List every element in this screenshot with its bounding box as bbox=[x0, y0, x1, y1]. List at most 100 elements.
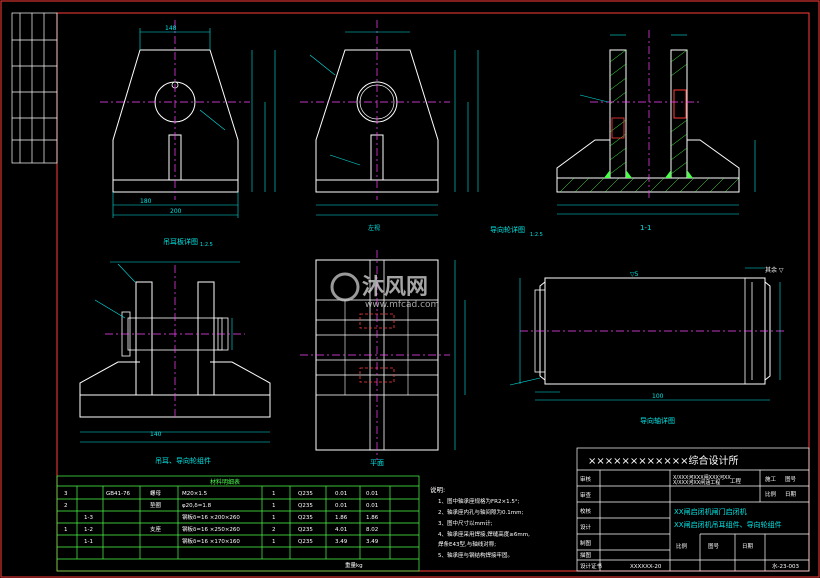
view-b-scale: 1:2.5 bbox=[530, 232, 543, 238]
shaft-length: 100 bbox=[652, 393, 664, 400]
bom-row: 1-1 钢板δ=16 ×170×160 1 Q235 3.49 3.49 bbox=[84, 537, 379, 545]
drawing-title-1: XX闸启闭机闸门启闭机 bbox=[674, 507, 747, 516]
title-stage-a: 施工 bbox=[765, 475, 777, 483]
note-line: 4、轴承座采用焊接,焊缝高度≥6mm, bbox=[438, 530, 530, 538]
title-project-2: X/XXX河XX闸涵工程 bbox=[673, 479, 720, 486]
bom-cell: 1-2 bbox=[84, 527, 93, 533]
title-footer-right: 水-23-003 bbox=[772, 562, 799, 570]
view-b-title: 导向轮详图 bbox=[490, 225, 525, 234]
bom-row: 2 垫圈 φ20,δ=1.8 1 Q235 0.01 0.01 bbox=[64, 501, 378, 509]
bom-table bbox=[56, 475, 420, 572]
assembly-dim-width: 140 bbox=[150, 431, 162, 438]
bom-cell: 1 bbox=[272, 539, 276, 545]
shaft-tail-note: 其余 ▽ bbox=[765, 266, 784, 274]
bom-row: 1-3 钢板δ=16 ×200×260 1 Q235 1.86 1.86 bbox=[84, 513, 379, 521]
bottom-right-title: 导向轴详图 bbox=[640, 416, 675, 425]
title-footer-left: 设计证书 bbox=[580, 562, 603, 570]
bom-cell: 1 bbox=[272, 503, 276, 509]
title-row-label: 制图 bbox=[580, 539, 592, 547]
bom-cell: M20×1.5 bbox=[182, 491, 208, 497]
bom-cell: 钢板δ=16 ×200×260 bbox=[182, 513, 240, 521]
watermark-text: 沐风网 bbox=[362, 275, 428, 300]
bom-cell: Q235 bbox=[298, 515, 313, 521]
title-footer-code: XXXXXX-20 bbox=[630, 564, 662, 570]
shaft-detail: ▽5 100 其余 ▽ 导向轴详图 bbox=[509, 266, 785, 425]
bom-cell: 8.02 bbox=[366, 527, 378, 533]
bom-cell: 1-1 bbox=[84, 539, 93, 545]
title-footer-mid: 比例 bbox=[676, 542, 688, 550]
bom-cell: GB41-76 bbox=[106, 491, 131, 497]
title-row-label: 设计 bbox=[580, 523, 592, 531]
bom-cell: 4.01 bbox=[335, 527, 347, 533]
note-line: 3、图中尺寸以mm计; bbox=[438, 519, 493, 527]
title-stage-c: 比例 bbox=[765, 490, 777, 498]
title-company: ××××××××××××综合设计所 bbox=[588, 454, 739, 467]
front-dim-base-inner: 180 bbox=[140, 198, 152, 205]
section-label: 1-1 bbox=[640, 224, 651, 232]
front-dim-top: 148 bbox=[165, 25, 177, 32]
bom-row: 1 1-2 支座 钢板δ=16 ×250×260 2 Q235 4.01 8.0… bbox=[64, 525, 378, 533]
plan-view: 平面 bbox=[300, 250, 466, 467]
left-strip-table bbox=[11, 12, 58, 164]
note-line: 焊条E43型,与轴线对称; bbox=[438, 540, 496, 548]
title-phase: 工程 bbox=[730, 477, 742, 485]
bom-cell: 1.86 bbox=[335, 515, 348, 521]
bom-cell: Q235 bbox=[298, 539, 313, 545]
notes-title: 说明: bbox=[430, 485, 445, 494]
assembly-elevation: 140 吊耳、导向轮组件 bbox=[79, 261, 271, 465]
note-line: 1、图中轴承座规格为FR2×1.5°; bbox=[438, 497, 520, 505]
bom-header: 材料明细表 bbox=[210, 478, 240, 486]
title-footer-mid2: 图号 bbox=[708, 542, 720, 550]
bom-footer: 重量kg bbox=[345, 561, 363, 569]
view-a-title: 吊耳板详图 bbox=[163, 237, 198, 246]
bom-cell: 1.86 bbox=[366, 515, 379, 521]
bom-cell: 3.49 bbox=[366, 539, 379, 545]
bom-cell: 0.01 bbox=[335, 503, 347, 509]
bottom-mid-title: 平面 bbox=[370, 459, 384, 467]
title-row-label: 描图 bbox=[580, 551, 592, 559]
bom-cell: 0.01 bbox=[366, 503, 378, 509]
bottom-left-title: 吊耳、导向轮组件 bbox=[155, 456, 211, 465]
bom-cell: 1 bbox=[272, 515, 276, 521]
drawing-title-2: XX闸启闭机吊耳组件、导向轮组件 bbox=[674, 520, 782, 529]
bom-cell: 螺母 bbox=[150, 489, 162, 497]
bom-cell: Q235 bbox=[298, 491, 313, 497]
front-dim-base: 200 bbox=[170, 208, 182, 215]
bom-cell: 钢板δ=16 ×250×260 bbox=[182, 525, 240, 533]
bom-cell: 钢板δ=16 ×170×160 bbox=[182, 537, 240, 545]
bom-cell: 垫圈 bbox=[150, 501, 162, 509]
view-a-scale: 1:2.5 bbox=[200, 242, 213, 248]
title-block bbox=[576, 447, 810, 572]
bom-cell: Q235 bbox=[298, 503, 313, 509]
bom-cell: 3.49 bbox=[335, 539, 348, 545]
section-1-1-view: 1-1 bbox=[556, 30, 756, 232]
title-row-label: 审核 bbox=[580, 475, 592, 483]
side-view: 左视 bbox=[300, 20, 479, 232]
bom-cell: 1-3 bbox=[84, 515, 93, 521]
bom-cell: 1 bbox=[64, 527, 68, 533]
title-row-label: 审查 bbox=[580, 491, 592, 499]
side-view-label: 左视 bbox=[368, 224, 380, 232]
shaft-roughness: ▽5 bbox=[630, 271, 639, 278]
bom-cell: 0.01 bbox=[366, 491, 378, 497]
notes-block: 说明: 1、图中轴承座规格为FR2×1.5°; 2、轴承座内孔与轴间隙为0.1m… bbox=[430, 485, 530, 559]
title-footer-date: 日期 bbox=[742, 543, 754, 550]
title-stage-b: 图号 bbox=[785, 475, 797, 483]
bom-cell: φ20,δ=1.8 bbox=[182, 503, 212, 509]
title-stage-d: 日期 bbox=[785, 491, 797, 498]
drawing-border-inner bbox=[56, 12, 810, 572]
bom-row: 3 GB41-76 螺母 M20×1.5 1 Q235 0.01 0.01 bbox=[64, 489, 378, 497]
watermark-url: www.mfcad.com bbox=[365, 300, 439, 310]
bom-cell: 1 bbox=[272, 491, 276, 497]
watermark: 沐风网 www.mfcad.com bbox=[330, 272, 439, 310]
bom-cell: 0.01 bbox=[335, 491, 347, 497]
bom-cell: 2 bbox=[272, 527, 276, 533]
note-line: 5、轴承座与钢结构焊接牢固。 bbox=[438, 551, 513, 559]
bom-cell: 支座 bbox=[150, 525, 162, 533]
bom-cell: Q235 bbox=[298, 527, 313, 533]
note-line: 2、轴承座内孔与轴间隙为0.1mm; bbox=[438, 508, 523, 516]
title-row-label: 校核 bbox=[580, 507, 592, 515]
title-project-1: X/XXX河XXX闸XXX河XX bbox=[673, 474, 731, 481]
